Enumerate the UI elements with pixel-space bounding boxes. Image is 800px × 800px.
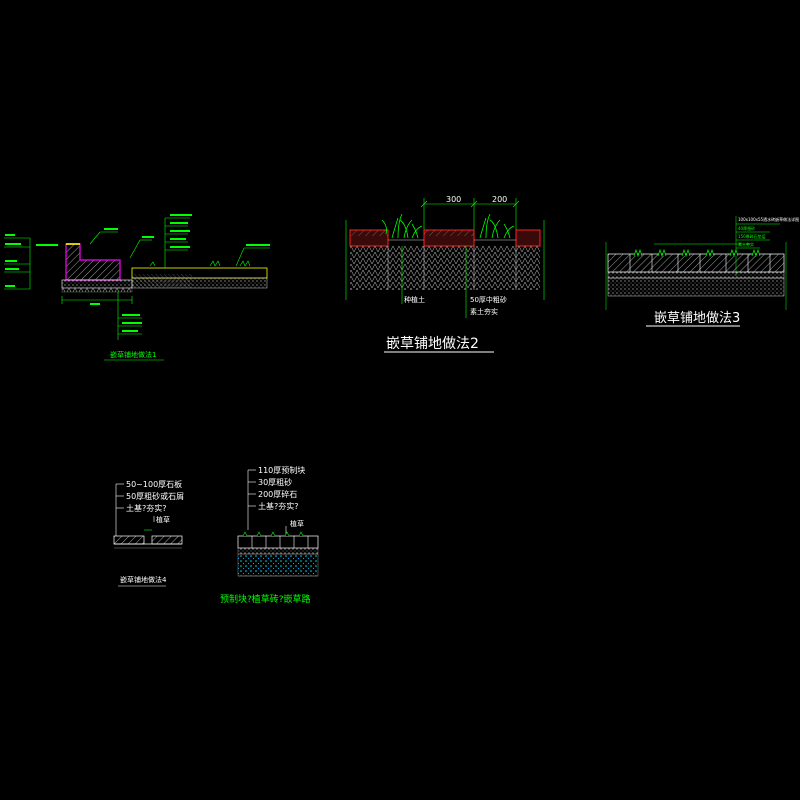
detail-4-slab-left (113, 535, 145, 545)
detail-4-layer-1: 50~100厚石板 (126, 479, 182, 489)
detail-2-label-left: 种植土 (404, 295, 425, 304)
detail-1-retaining-wall (65, 243, 121, 281)
detail-4: 50~100厚石板 50厚粗砂或石屑 土基?夯实? 植草 嵌草铺地做法4 (113, 479, 184, 587)
detail-1-left-labels (4, 237, 31, 290)
detail-3-gravel (607, 277, 785, 297)
detail-1-top-text-marks (104, 214, 270, 248)
detail-3-leaders (605, 216, 787, 310)
detail-2-label-right: 50厚中粗砂 (470, 295, 507, 304)
detail-1-bottom-leaders (61, 292, 142, 340)
detail-5-label-grass: 植草 (290, 519, 304, 528)
detail-3-note-1: 100x100x55透水砖嵌草做法详图 (738, 216, 799, 222)
detail-1-top-leaders (89, 217, 270, 268)
detail-5-layer-3: 200厚碎石 (258, 489, 297, 499)
detail-3: 100x100x55透水砖嵌草做法详图 40厚细砂 150厚碎石垫层 素土夯实 (605, 216, 799, 327)
detail-4-label-grass: 植草 (156, 515, 170, 524)
detail-2-dimensions (420, 198, 520, 232)
detail-4-layer-2: 50厚粗砂或石屑 (126, 491, 184, 501)
detail-5-gravel (237, 553, 319, 577)
detail-2-leaders (345, 220, 545, 318)
detail-5-layer-1: 110厚预制块 (258, 465, 305, 475)
detail-4-leaders (115, 483, 155, 536)
detail-5-leaders (247, 469, 287, 536)
detail-2-pavers (349, 229, 541, 247)
detail-2-dim-right: 200 (492, 195, 507, 204)
detail-5-layer-4: 土基?夯实? (258, 501, 299, 511)
detail-1-grass (149, 260, 251, 267)
detail-1-bottom-text-marks (90, 303, 142, 332)
detail-1-base-layer (61, 279, 133, 289)
detail-4-title: 嵌草铺地做法4 (120, 575, 167, 584)
detail-3-paver-row (607, 253, 785, 273)
detail-1-left-text-marks (5, 234, 58, 287)
detail-2-label-right-2: 素土夯实 (470, 307, 498, 316)
detail-1: 嵌草铺地做法1 (4, 214, 270, 361)
detail-2-dim-left: 300 (446, 195, 461, 204)
detail-5-layer-2: 30厚粗砂 (258, 477, 292, 487)
detail-5: 110厚预制块 30厚粗砂 200厚碎石 土基?夯实? 植草 预制块?植草砖?嵌… (220, 465, 319, 605)
detail-3-note-3: 150厚碎石垫层 (738, 233, 766, 239)
detail-4-slab-right (151, 535, 183, 545)
detail-3-grass (633, 248, 761, 258)
detail-5-title: 预制块?植草砖?嵌草路 (220, 593, 311, 605)
detail-4-layer-3: 土基?夯实? (126, 503, 167, 513)
detail-2: 300 200 (345, 195, 545, 353)
detail-3-title: 嵌草铺地做法3 (654, 311, 740, 326)
detail-5-block-row (237, 535, 319, 549)
detail-3-note-2: 40厚细砂 (738, 225, 755, 231)
detail-2-title: 嵌草铺地做法2 (386, 336, 479, 352)
detail-2-soil (350, 246, 540, 290)
detail-1-title: 嵌草铺地做法1 (110, 350, 156, 359)
detail-2-grass (381, 213, 515, 239)
